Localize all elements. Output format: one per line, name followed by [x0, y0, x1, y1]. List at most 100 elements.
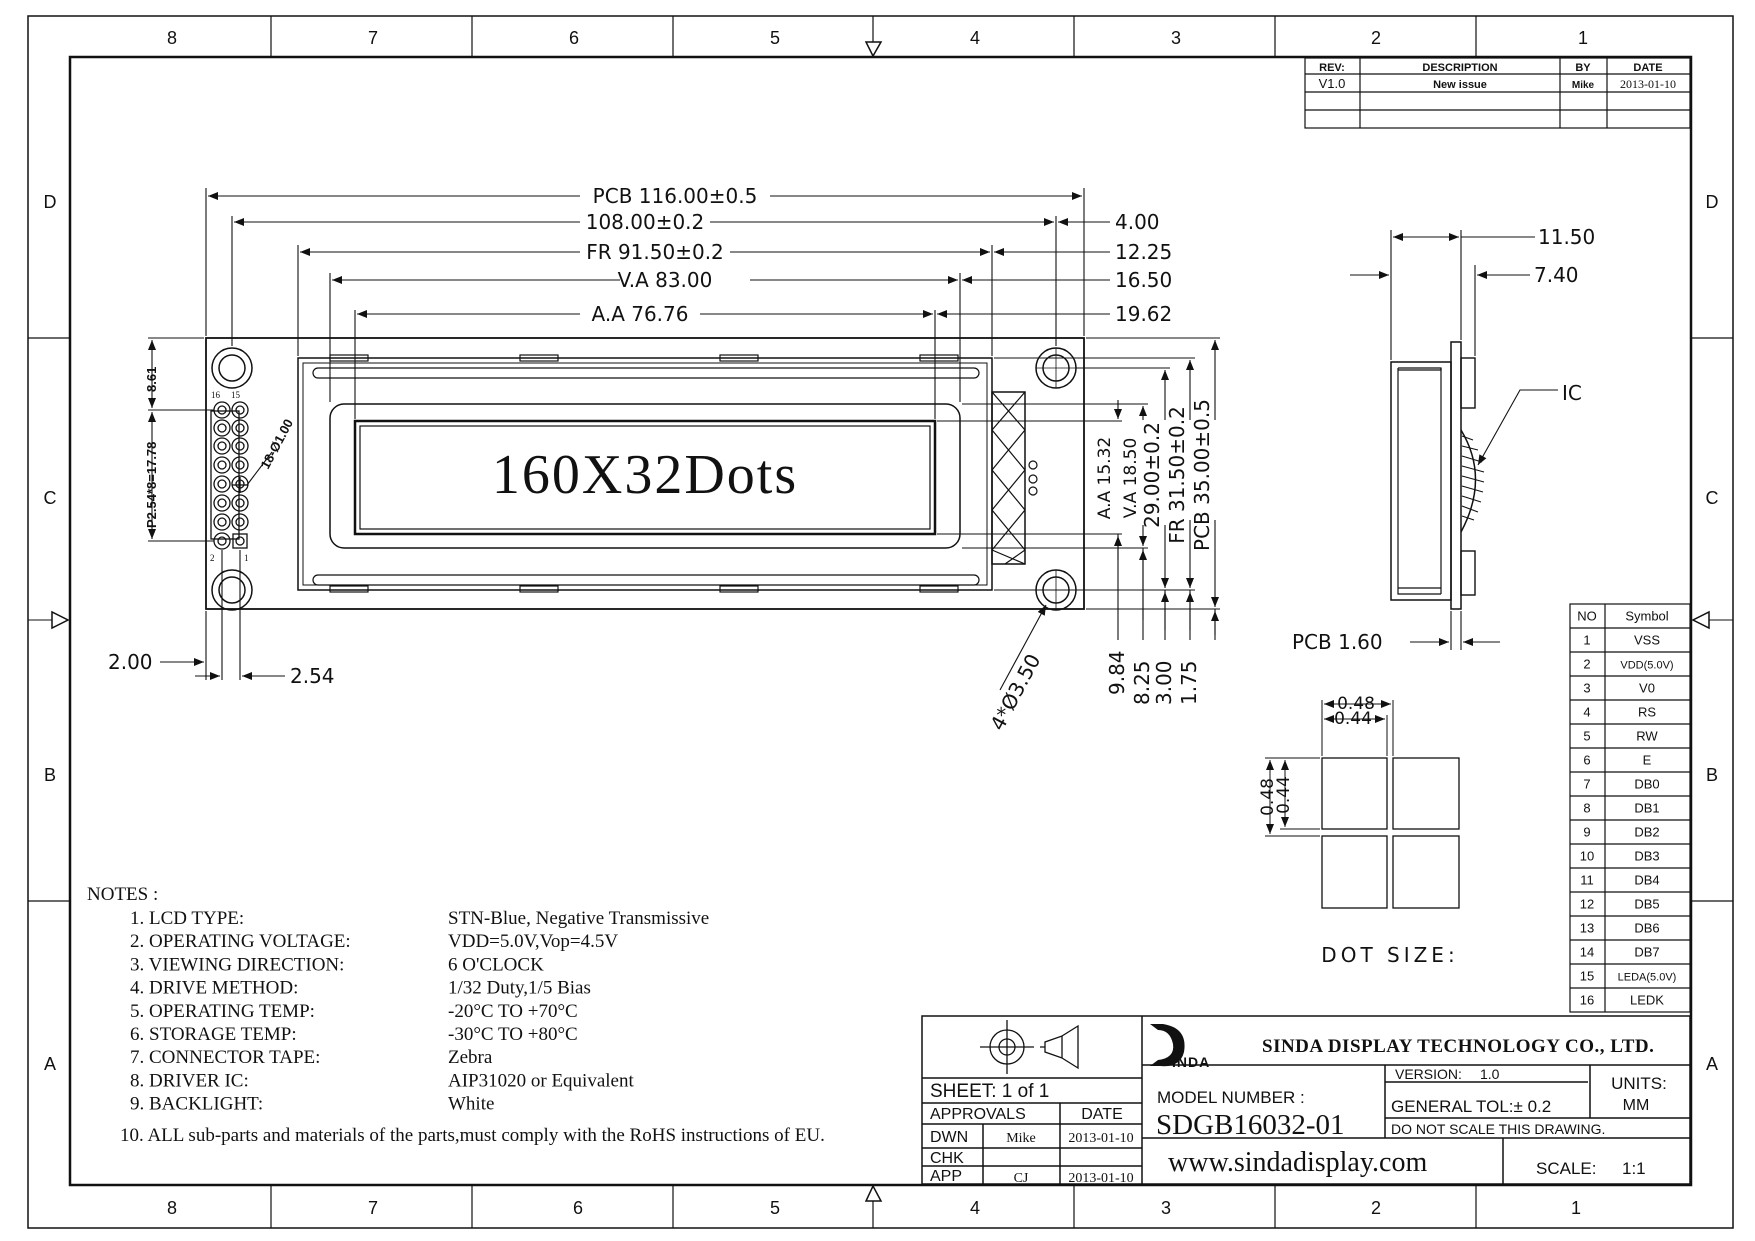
pin-number: 15	[1580, 968, 1594, 983]
dim-hole-spacing: 108.00±0.2	[586, 210, 705, 234]
note-value: -20°C TO +70°C	[448, 1001, 578, 1022]
pin-number: 13	[1580, 920, 1594, 935]
col-label-5-bottom: 5	[770, 1198, 780, 1218]
col-label-7-bottom: 7	[368, 1198, 378, 1218]
pin-pitch-label: P2.54*8=17.78	[144, 442, 159, 528]
note-value: VDD=5.0V,Vop=4.5V	[448, 931, 618, 952]
front-view-labels: 160X32Dots PCB 116.00±0.5 108.00±0.2 FR …	[108, 184, 1214, 734]
col-label-5: 5	[770, 28, 780, 48]
pin-number: 12	[1580, 896, 1594, 911]
row-label-b: B	[44, 765, 56, 785]
dim-offset-19: 19.62	[1115, 302, 1172, 326]
dim-pcb-height: PCB 35.00±0.5	[1190, 399, 1214, 551]
col-label-4-bottom: 4	[970, 1198, 980, 1218]
pin-number: 16	[1580, 992, 1594, 1007]
note-value: White	[448, 1094, 494, 1115]
note-label: 6. STORAGE TEMP:	[130, 1024, 297, 1045]
pin-symbol: DB2	[1634, 824, 1659, 839]
display-text: 160X32Dots	[492, 444, 798, 506]
dim-active-height: A.A 15.32	[1095, 437, 1115, 519]
note-label: 2. OPERATING VOLTAGE:	[130, 931, 351, 952]
rev-header-desc: DESCRIPTION	[1422, 62, 1497, 74]
pin-symbol: VSS	[1634, 632, 1660, 647]
general-tolerance: GENERAL TOL:± 0.2	[1391, 1097, 1551, 1116]
approvals-date-header: DATE	[1081, 1106, 1122, 1123]
dwn-name: Mike	[1006, 1131, 1036, 1146]
col-label-2: 2	[1371, 28, 1381, 48]
logo-text: INDA	[1172, 1054, 1210, 1070]
pin-number: 1	[1583, 632, 1590, 647]
approvals-label: APPROVALS	[930, 1106, 1026, 1123]
pin-symbol: DB3	[1634, 848, 1659, 863]
dim-1-75: 1.75	[1177, 660, 1201, 705]
side-pcb-thickness: PCB 1.60	[1292, 630, 1383, 654]
pin-number: 2	[1583, 656, 1590, 671]
projection-symbol	[980, 1020, 1079, 1074]
dim-frame-width: FR 91.50±0.2	[586, 240, 724, 264]
col-label-2-bottom: 2	[1371, 1198, 1381, 1218]
col-label-1: 1	[1578, 28, 1588, 48]
note-value: 6 O'CLOCK	[448, 954, 544, 975]
pin-number: 4	[1583, 704, 1590, 719]
pin-num-15: 15	[231, 390, 241, 400]
col-label-6: 6	[569, 28, 579, 48]
pin-symbol: LEDK	[1630, 992, 1664, 1007]
dwn-label: DWN	[930, 1129, 968, 1146]
title-block: INDA SINDA DISPLAY TECHNOLOGY CO., LTD. …	[921, 1015, 1691, 1186]
pin-num-1: 1	[244, 553, 249, 563]
pin-symbol: DB5	[1634, 896, 1659, 911]
pin-symbol: RS	[1638, 704, 1656, 719]
rev-date: 2013-01-10	[1620, 77, 1676, 91]
rev-description: New issue	[1433, 79, 1487, 91]
version-label: VERSION:	[1395, 1066, 1462, 1082]
dot-size-title: DOT SIZE:	[1321, 943, 1458, 967]
pin-symbol: DB1	[1634, 800, 1659, 815]
dim-offset-16: 16.50	[1115, 268, 1172, 292]
dot-size-detail	[1265, 700, 1460, 909]
side-view-labels: 11.50 7.40 IC PCB 1.60	[1292, 225, 1595, 654]
app-name: CJ	[1014, 1171, 1029, 1186]
row-label-b-right: B	[1706, 765, 1718, 785]
units-label: UNITS:	[1611, 1074, 1667, 1093]
note-value: AIP31020 or Equivalent	[448, 1070, 634, 1091]
pin-number: 9	[1583, 824, 1590, 839]
dim-hole-height: 29.00±0.2	[1140, 422, 1164, 528]
row-label-d: D	[44, 192, 57, 212]
side-pcb	[1450, 341, 1462, 610]
note-label: 3. VIEWING DIRECTION:	[130, 954, 344, 975]
dim-frame-height: FR 31.50±0.2	[1165, 406, 1189, 544]
sheet-label: SHEET: 1 of 1	[930, 1081, 1049, 1102]
dim-8-25: 8.25	[1130, 660, 1154, 705]
dim-2-54: 2.54	[290, 664, 335, 688]
note-label: 7. CONNECTOR TAPE:	[130, 1047, 320, 1068]
side-dim-7-40: 7.40	[1534, 263, 1579, 287]
dim-viewing-height: V.A 18.50	[1121, 438, 1141, 519]
pin-number: 7	[1583, 776, 1590, 791]
pin-symbol: RW	[1636, 728, 1658, 743]
col-label-6-bottom: 6	[573, 1198, 583, 1218]
zone-labels: 8 7 6 5 4 3 2 1 8 7 6 5 4 3 2 1 D C B A …	[44, 28, 1719, 1218]
viewing-area	[329, 403, 961, 549]
pin-symbol: DB6	[1634, 920, 1659, 935]
side-dim-11-50: 11.50	[1538, 225, 1595, 249]
pin-symbol: DB7	[1634, 944, 1659, 959]
note-label: 4. DRIVE METHOD:	[130, 978, 298, 999]
pin-header	[210, 401, 249, 550]
model-number-label: MODEL NUMBER :	[1157, 1088, 1305, 1107]
row-label-c: C	[44, 488, 57, 508]
row-label-a-right: A	[1706, 1054, 1718, 1074]
scale-value: 1:1	[1622, 1159, 1646, 1178]
ic-label: IC	[1562, 381, 1582, 405]
dot-v-size: 0.44	[1274, 776, 1294, 814]
pin-header-no: NO	[1577, 608, 1597, 623]
note-value: STN-Blue, Negative Transmissive	[448, 908, 709, 929]
pin-symbol: DB0	[1634, 776, 1659, 791]
dot-h-pitch: 0.48	[1337, 694, 1375, 714]
col-label-4: 4	[970, 28, 980, 48]
note-label: 5. OPERATING TEMP:	[130, 1001, 315, 1022]
note-label: 1. LCD TYPE:	[130, 908, 244, 929]
rev-header-by: BY	[1575, 62, 1591, 74]
dim-9-84: 9.84	[1105, 650, 1129, 695]
